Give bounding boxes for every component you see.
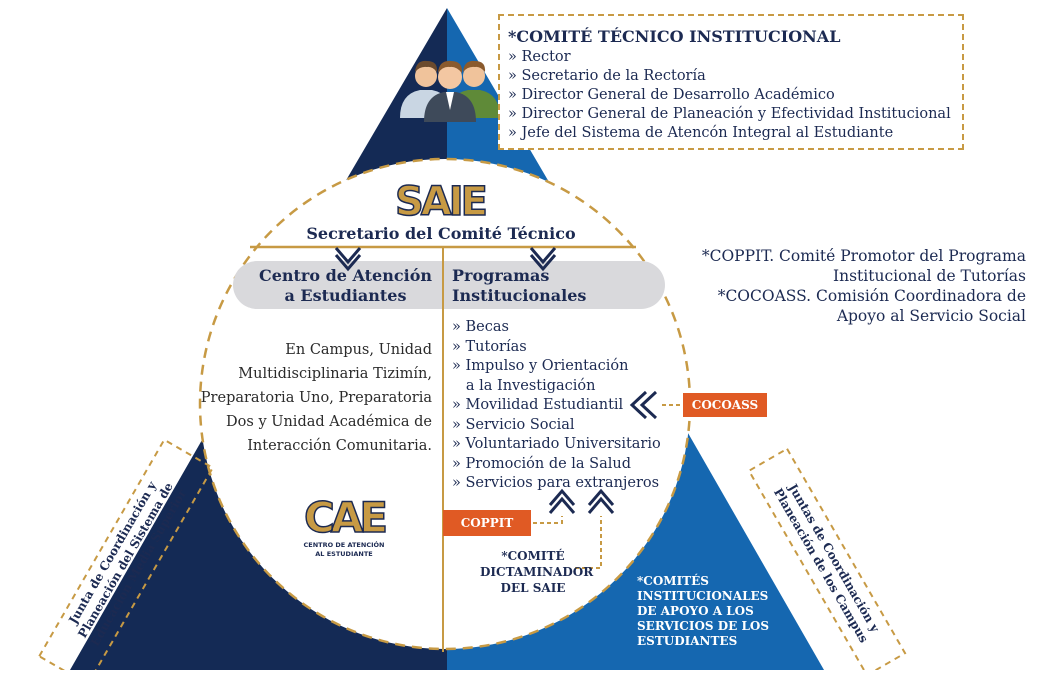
- program-item: Servicio Social: [452, 416, 682, 436]
- cae-heading-line: a Estudiantes: [284, 286, 407, 305]
- program-item: Servicios para extranjeros: [452, 474, 682, 494]
- cae-logo-text: CAE: [304, 493, 385, 542]
- dictaminador-connector: [575, 516, 602, 569]
- comites-line: ESTUDIANTES: [637, 634, 738, 648]
- program-item: Impulso y Orientación: [452, 357, 682, 377]
- campus-line: Interacción Comunitaria.: [247, 438, 432, 454]
- committee-title: *COMITÉ TÉCNICO INSTITUCIONAL: [508, 27, 841, 46]
- dictaminador-line: *COMITÉ: [501, 549, 565, 563]
- cae-heading: Centro de Atención a Estudiantes: [258, 266, 433, 306]
- committee-member: Secretario de la Rectoría: [508, 67, 962, 86]
- committee-member: Jefe del Sistema de Atencón Integral al …: [508, 124, 962, 143]
- cocoass-tag: COCOASS: [683, 393, 767, 417]
- campus-line: Dos y Unidad Académica de: [226, 414, 432, 430]
- chevron-down-icon: [334, 247, 362, 272]
- junta-campus-box: [747, 447, 907, 670]
- program-item: Tutorías: [452, 338, 682, 358]
- caption-line: Centro de Atención: [303, 541, 385, 549]
- dictaminador-line: DICTAMINADOR: [480, 565, 594, 579]
- campus-line: Multidisciplinaria Tizimín,: [238, 366, 432, 382]
- acronym-notes: *COPPIT. Comité Promotor del Programa In…: [640, 246, 1026, 326]
- programs-list: Becas Tutorías Impulso y Orientación a l…: [452, 318, 682, 494]
- comites-line: INSTITUCIONALES: [637, 589, 769, 603]
- comites-line: DE APOYO A LOS: [637, 604, 754, 618]
- note-line: *COCOASS. Comisión Coordinadora de: [717, 287, 1026, 305]
- program-item: Movilidad Estudiantil: [452, 396, 682, 416]
- committee-member: Director General de Desarrollo Académico: [508, 86, 962, 105]
- note-line: *COPPIT. Comité Promotor del Programa: [701, 247, 1026, 265]
- program-item: Becas: [452, 318, 682, 338]
- committee-members: Rector Secretario de la Rectoría Directo…: [508, 48, 962, 143]
- dictaminador-line: DEL SAIE: [500, 581, 566, 595]
- programs-heading: Programas Institucionales: [452, 266, 632, 306]
- program-item: Voluntariado Universitario: [452, 435, 682, 455]
- programs-heading-line: Programas: [452, 266, 550, 285]
- junta-media-superior-box: [37, 438, 215, 670]
- comite-dictaminador: *COMITÉ DICTAMINADOR DEL SAIE: [480, 548, 594, 596]
- committee-member: Director General de Planeación y Efectiv…: [508, 105, 962, 124]
- saie-logo: SAIE: [390, 178, 490, 226]
- chevron-down-icon: [529, 247, 557, 272]
- cae-logo: CAE: [303, 492, 390, 543]
- heading-pill: [233, 261, 665, 309]
- saie-logo-text: SAIE: [395, 179, 486, 225]
- note-line: Apoyo al Servicio Social: [836, 307, 1026, 325]
- program-item: Promoción de la Salud: [452, 455, 682, 475]
- cae-logo-caption: Centro de Atención al Estudiante: [292, 541, 396, 559]
- program-item-continuation: a la Investigación: [465, 377, 596, 394]
- coppit-connector: [533, 516, 563, 524]
- note-line: Institucional de Tutorías: [832, 267, 1026, 285]
- committee-box: *COMITÉ TÉCNICO INSTITUCIONAL Rector Sec…: [498, 14, 964, 150]
- committee-member: Rector: [508, 48, 962, 67]
- secretario-label: Secretario del Comité Técnico: [306, 224, 576, 243]
- people-group-icon: [400, 60, 500, 122]
- caption-line: al Estudiante: [315, 550, 373, 558]
- top-triangle-left: [338, 8, 447, 194]
- campus-line: En Campus, Unidad: [285, 342, 432, 358]
- programs-heading-line: Institucionales: [452, 286, 587, 305]
- comites-apoyo: *COMITÉS INSTITUCIONALES DE APOYO A LOS …: [637, 574, 787, 649]
- comites-line: *COMITÉS: [637, 574, 709, 588]
- campus-line: Preparatoria Uno, Preparatoria: [200, 390, 432, 406]
- campus-text: En Campus, Unidad Multidisciplinaria Tiz…: [196, 338, 432, 458]
- cae-heading-line: Centro de Atención: [258, 266, 432, 285]
- coppit-tag: COPPIT: [443, 510, 531, 536]
- comites-line: SERVICIOS DE LOS: [637, 619, 770, 633]
